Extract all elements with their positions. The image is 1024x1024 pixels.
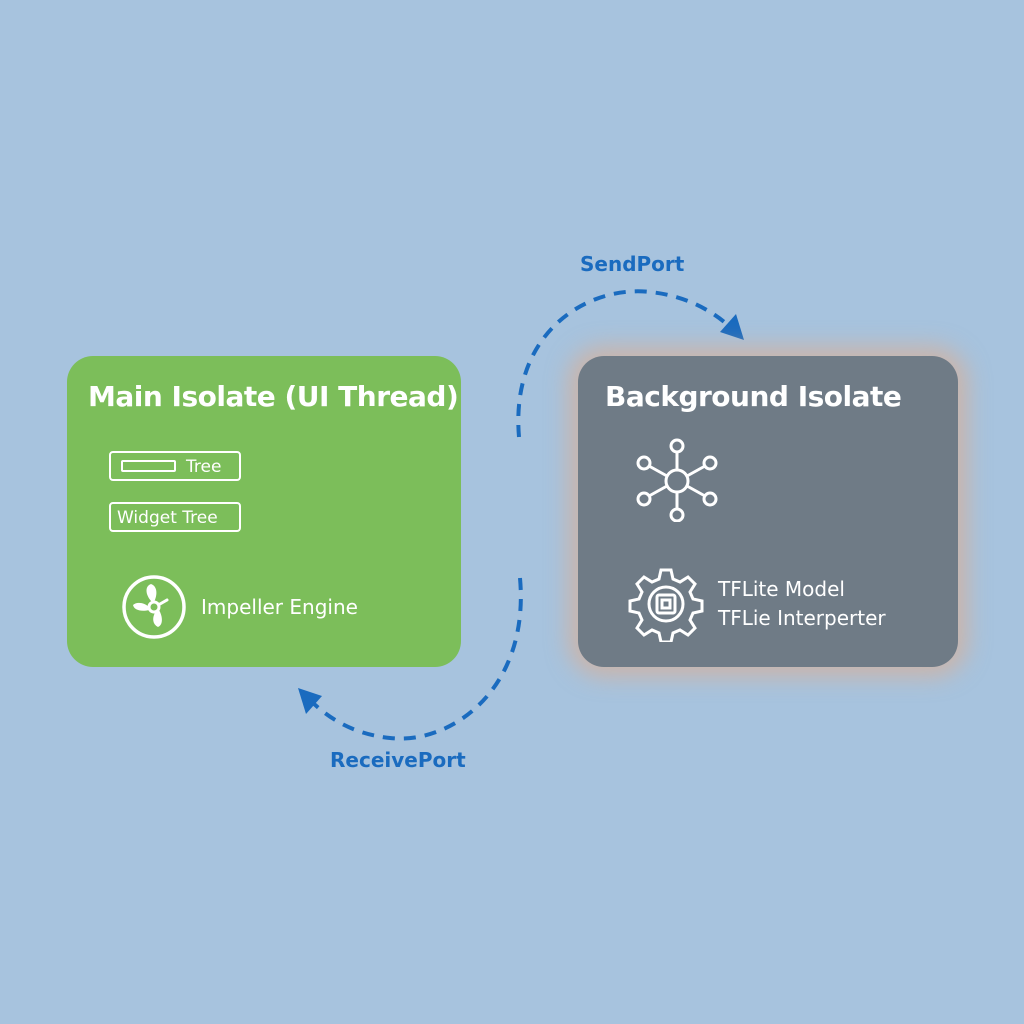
receiveport-label: ReceivePort	[330, 748, 466, 772]
tflite-interpreter-label: TFLie Interperter	[718, 606, 886, 630]
main-isolate-box: Main Isolate (UI Thread) Tree Widget Tre…	[67, 356, 461, 667]
background-isolate-title: Background Isolate	[605, 380, 902, 413]
impeller-engine-row: Impeller Engine	[121, 574, 358, 640]
background-isolate-box: Background Isolate	[578, 356, 958, 667]
gear-chip-icon	[628, 568, 704, 642]
sendport-arrow	[516, 289, 740, 438]
fan-icon	[122, 575, 186, 639]
receiveport-arrowhead	[298, 688, 322, 714]
tflite-model-label: TFLite Model	[718, 577, 845, 601]
sendport-arrowhead	[720, 314, 744, 340]
tree-chip: Tree	[109, 451, 241, 481]
impeller-engine-label: Impeller Engine	[201, 595, 358, 619]
receiveport-arrow	[308, 577, 523, 741]
sendport-label: SendPort	[580, 252, 685, 276]
placeholder-bar-icon	[121, 460, 176, 472]
widget-tree-chip: Widget Tree	[109, 502, 241, 532]
main-isolate-title: Main Isolate (UI Thread)	[88, 380, 459, 413]
widget-tree-label: Widget Tree	[117, 508, 218, 528]
tree-label: Tree	[186, 457, 222, 477]
network-hub-icon	[636, 438, 718, 522]
tflite-row: TFLite Model TFLie Interperter	[628, 566, 886, 642]
